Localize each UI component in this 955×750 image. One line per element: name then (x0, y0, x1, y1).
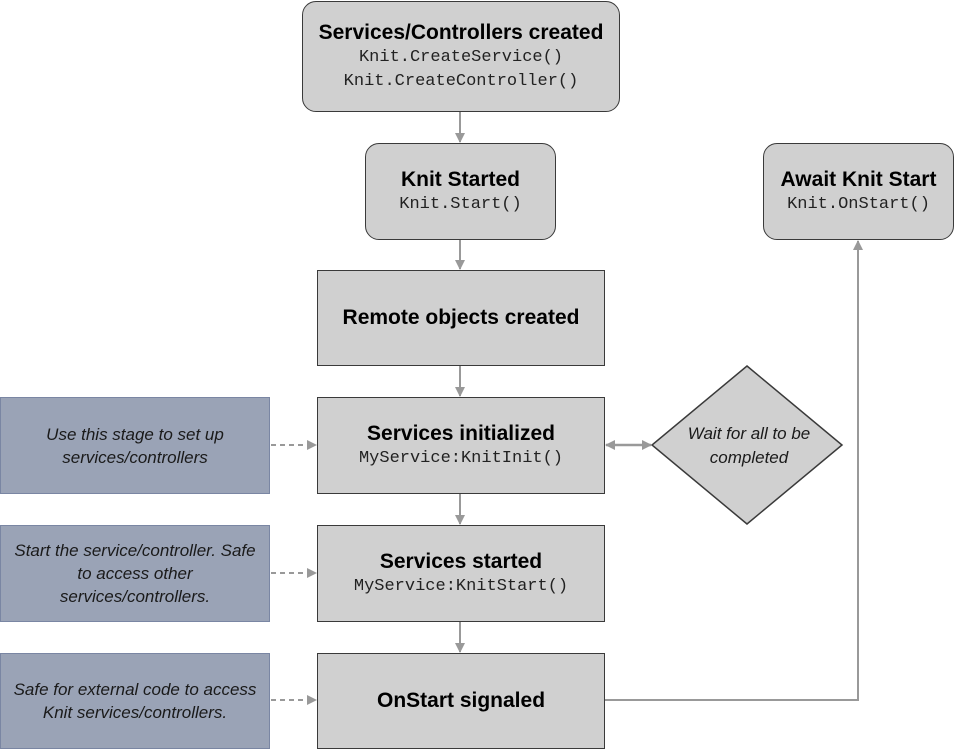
note-onstart-stage: Safe for external code to access Knit se… (0, 653, 270, 749)
note-init-stage: Use this stage to set up services/contro… (0, 397, 270, 494)
node-title: Await Knit Start (780, 167, 937, 191)
note-start-stage: Start the service/controller. Safe to ac… (0, 525, 270, 622)
node-title: OnStart signaled (376, 689, 546, 712)
node-code-line: Knit.CreateService() (358, 47, 564, 67)
node-title: Services/Controllers created (318, 20, 604, 44)
node-title: Services started (379, 549, 543, 573)
decision-diamond (650, 365, 844, 525)
node-title: Remote objects created (342, 306, 580, 329)
node-code: Knit.OnStart() (787, 194, 930, 214)
node-code: MyService:KnitStart() (353, 576, 569, 596)
decision-label: Wait for all to be completed (687, 424, 811, 467)
node-onstart-signaled: OnStart signaled (317, 653, 605, 749)
node-services-started: Services started MyService:KnitStart() (317, 525, 605, 622)
node-title: Services initialized (367, 421, 555, 445)
node-code: MyService:KnitInit() (358, 448, 564, 468)
node-title: Knit Started (400, 167, 520, 191)
node-services-controllers-created: Services/Controllers created Knit.Create… (302, 1, 620, 112)
node-await-knit-start: Await Knit Start Knit.OnStart() (763, 143, 954, 240)
node-code-line: Knit.CreateController() (343, 71, 579, 91)
node-code: Knit.Start() (399, 194, 522, 214)
node-knit-started: Knit Started Knit.Start() (365, 143, 556, 240)
arrow-onstart-to-await (605, 240, 863, 701)
node-services-initialized: Services initialized MyService:KnitInit(… (317, 397, 605, 494)
node-remote-objects-created: Remote objects created (317, 270, 605, 366)
